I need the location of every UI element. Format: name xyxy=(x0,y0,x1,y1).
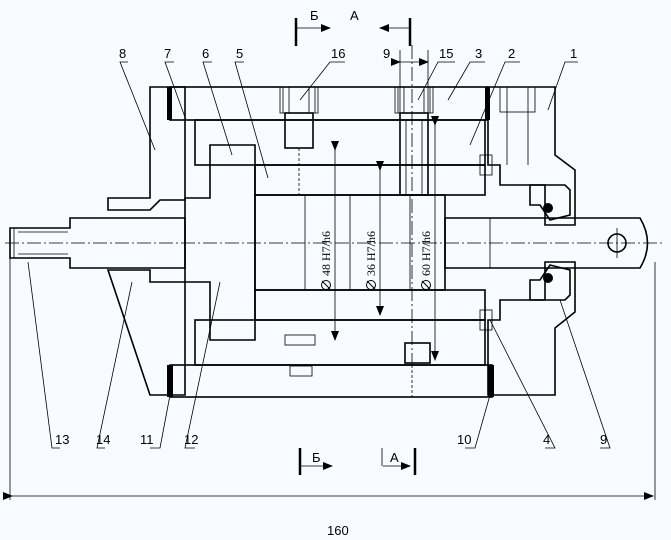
section-a-bottom: А xyxy=(390,450,399,465)
shafts xyxy=(9,217,649,269)
label-11: 11 xyxy=(140,432,154,447)
fit-dimension-lines xyxy=(331,116,439,361)
overall-dimension-value: 160 xyxy=(327,523,349,538)
svg-text:60 H7/h6: 60 H7/h6 xyxy=(419,231,433,276)
label-5: 5 xyxy=(236,46,243,61)
label-12: 12 xyxy=(184,432,198,447)
fit-36-label: 36 H7/h6 xyxy=(364,231,378,290)
overall-dimension: 160 xyxy=(3,258,656,538)
fit-60-label: 60 H7/h6 xyxy=(419,231,433,290)
svg-text:9: 9 xyxy=(383,46,390,61)
inner-sleeve xyxy=(254,164,486,321)
dim-9-top: 9 xyxy=(383,46,429,113)
housing-left xyxy=(106,86,186,396)
section-a-top: А xyxy=(350,8,359,23)
part-labels: 1 2 3 4 5 6 7 8 9 10 11 12 13 14 15 16 xyxy=(55,46,607,447)
label-8: 8 xyxy=(119,46,126,61)
svg-text:48 H7/h6: 48 H7/h6 xyxy=(319,231,333,276)
lip-seal xyxy=(529,184,571,301)
label-13: 13 xyxy=(55,432,69,447)
label-3: 3 xyxy=(475,46,482,61)
label-1: 1 xyxy=(570,46,577,61)
label-7: 7 xyxy=(164,46,171,61)
svg-text:36 H7/h6: 36 H7/h6 xyxy=(364,231,378,276)
top-cover-plate xyxy=(167,86,490,121)
inner-housing xyxy=(194,119,486,366)
label-6: 6 xyxy=(202,46,209,61)
leaders xyxy=(27,61,611,449)
fit-48-label: 48 H7/h6 xyxy=(319,231,333,290)
label-10: 10 xyxy=(457,432,471,447)
label-2: 2 xyxy=(508,46,515,61)
label-4: 4 xyxy=(543,432,550,447)
section-b-bottom: Б xyxy=(312,450,321,465)
right-end-cap xyxy=(487,86,576,396)
seal-rings xyxy=(479,154,493,331)
section-marks: Б А Б А xyxy=(294,8,417,475)
bottom-plate xyxy=(167,364,494,398)
rotor-body xyxy=(184,144,256,341)
label-15: 15 xyxy=(439,46,453,61)
section-b-top: Б xyxy=(310,8,319,23)
label-14: 14 xyxy=(96,432,110,447)
label-16: 16 xyxy=(331,46,345,61)
label-9-bottom: 9 xyxy=(600,432,607,447)
pins xyxy=(284,112,429,346)
